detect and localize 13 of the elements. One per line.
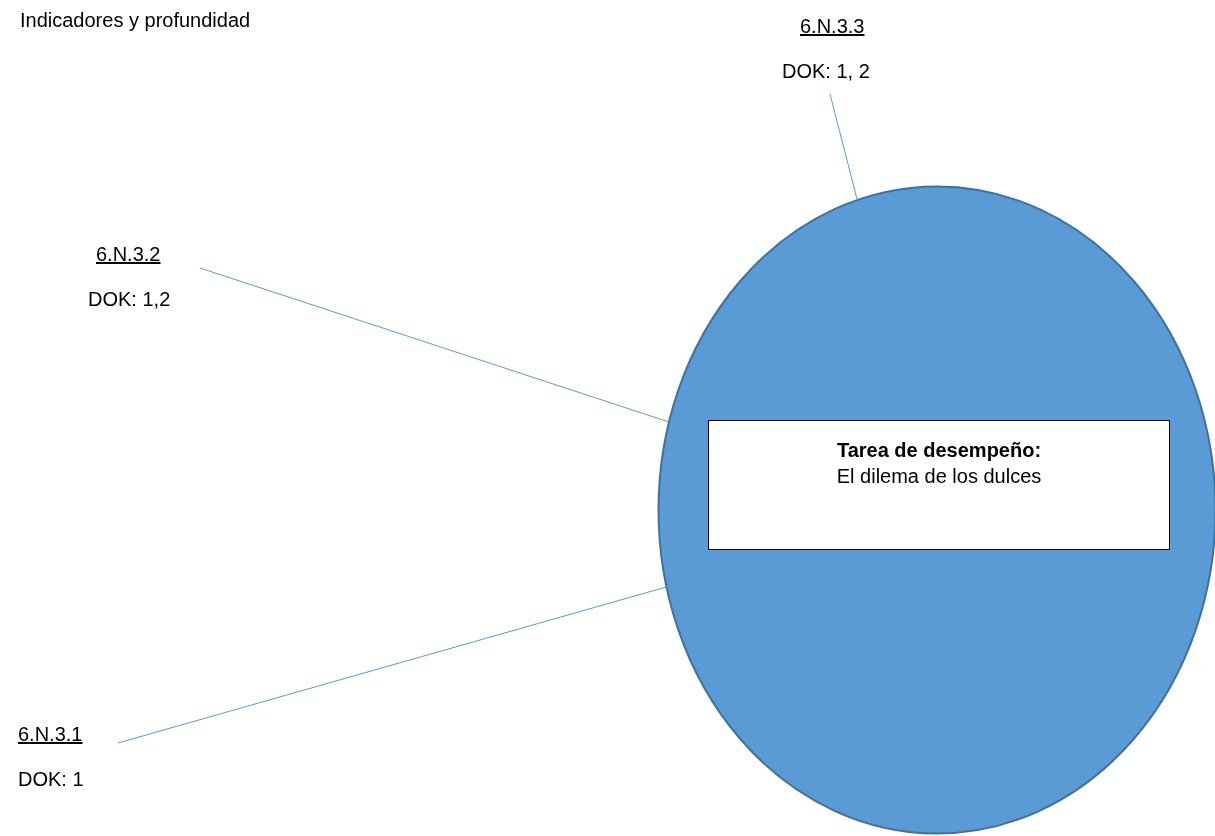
standard-code: 6.N.3.3 (800, 14, 865, 38)
standard-code: 6.N.3.1 (18, 722, 83, 746)
standard-code: 6.N.3.2 (96, 242, 161, 266)
box-text: El dilema de los dulces (836, 464, 1042, 489)
leader-line (117, 586, 667, 744)
dok-level: DOK: 1,2 (88, 287, 171, 311)
heading: Indicadores y profundidad (20, 8, 251, 32)
dok-level: DOK: 1 (18, 767, 84, 791)
box-heading: Tarea de desempeño: (836, 438, 1042, 463)
text-box (708, 420, 1170, 550)
dok-level: DOK: 1, 2 (782, 59, 870, 83)
leader-line (199, 267, 670, 423)
leader-line (829, 93, 858, 201)
